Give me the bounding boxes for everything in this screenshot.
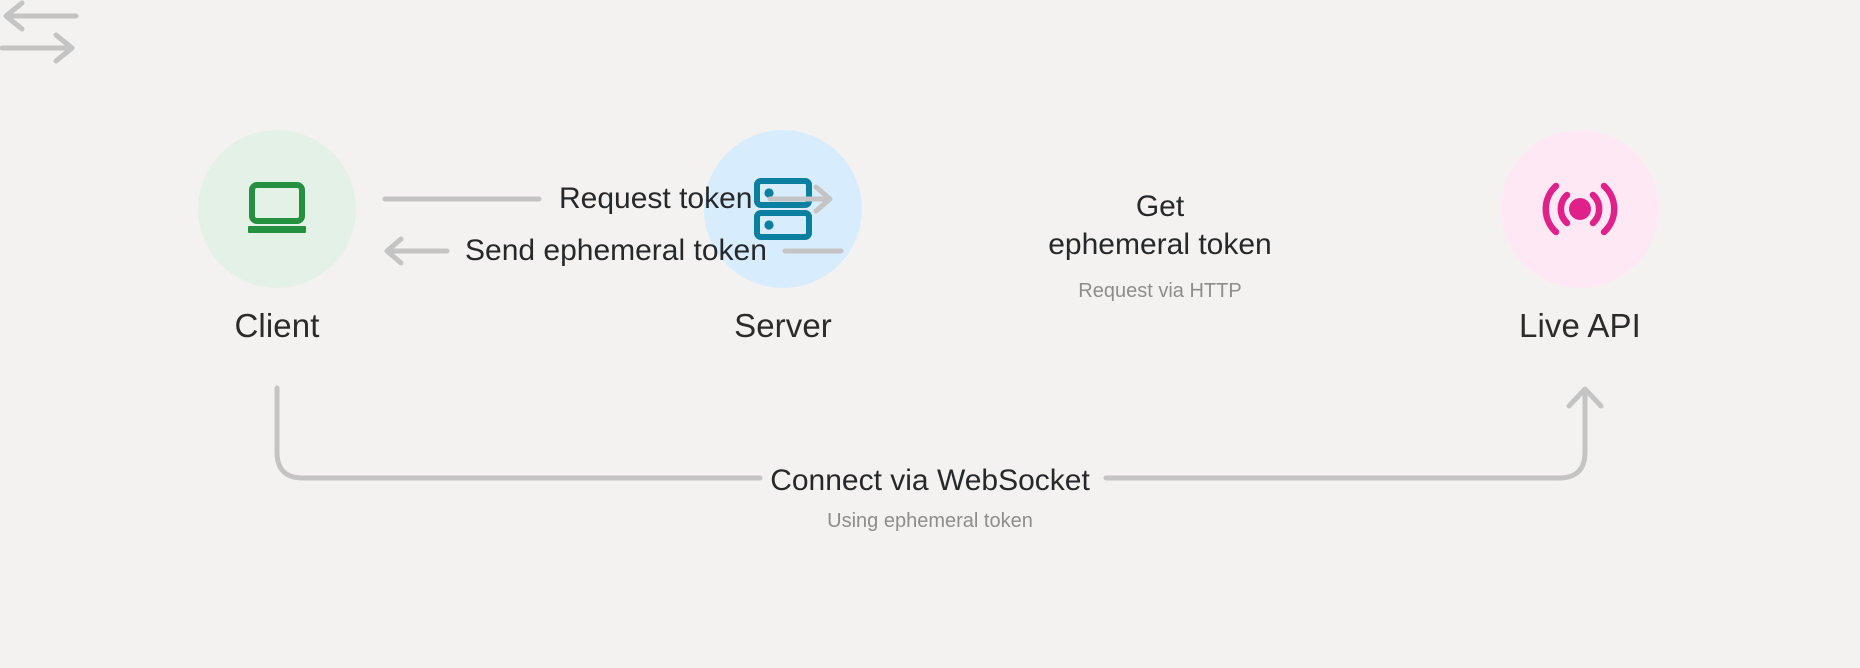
node-client-circle: [198, 130, 356, 288]
node-client[interactable]: Client: [177, 130, 377, 346]
flow-connect-websocket-label: Connect via WebSocket: [770, 464, 1090, 497]
arrow-right-icon: [767, 184, 836, 214]
flow-get-ephemeral-token-line2: ephemeral token: [1048, 228, 1272, 261]
flow-get-ephemeral-token: Get ephemeral token: [1030, 188, 1290, 264]
laptop-icon: [245, 181, 309, 237]
node-client-label: Client: [234, 307, 320, 344]
flow-get-ephemeral-token-sublabel: Request via HTTP: [1078, 280, 1242, 302]
connector-line-right: [782, 239, 845, 263]
node-live-api-label: Live API: [1519, 307, 1641, 344]
flow-request-token: Request token: [382, 180, 836, 218]
arrow-left-icon: [381, 236, 450, 266]
server-icon: [753, 178, 813, 240]
node-server[interactable]: Server: [683, 130, 883, 346]
flow-send-ephemeral-token: Send ephemeral token: [381, 232, 845, 270]
flow-connect-websocket-sublabel: Using ephemeral token: [827, 510, 1033, 532]
arrow-left-icon-mid: [0, 0, 1860, 32]
flow-request-token-label: Request token: [559, 182, 753, 215]
node-live-api-circle: [1501, 130, 1659, 288]
node-server-label: Server: [734, 307, 832, 344]
arrow-right-icon-mid: [0, 32, 1860, 64]
flow-send-ephemeral-token-label: Send ephemeral token: [465, 234, 767, 267]
flow-connect-websocket: Connect via WebSocket: [720, 462, 1140, 500]
node-server-circle: [704, 130, 862, 288]
node-live-api[interactable]: Live API: [1480, 130, 1680, 346]
flow-get-ephemeral-token-line1: Get: [1135, 190, 1185, 223]
broadcast-signal-icon: [1542, 178, 1618, 240]
connector-line-left: [382, 187, 543, 211]
